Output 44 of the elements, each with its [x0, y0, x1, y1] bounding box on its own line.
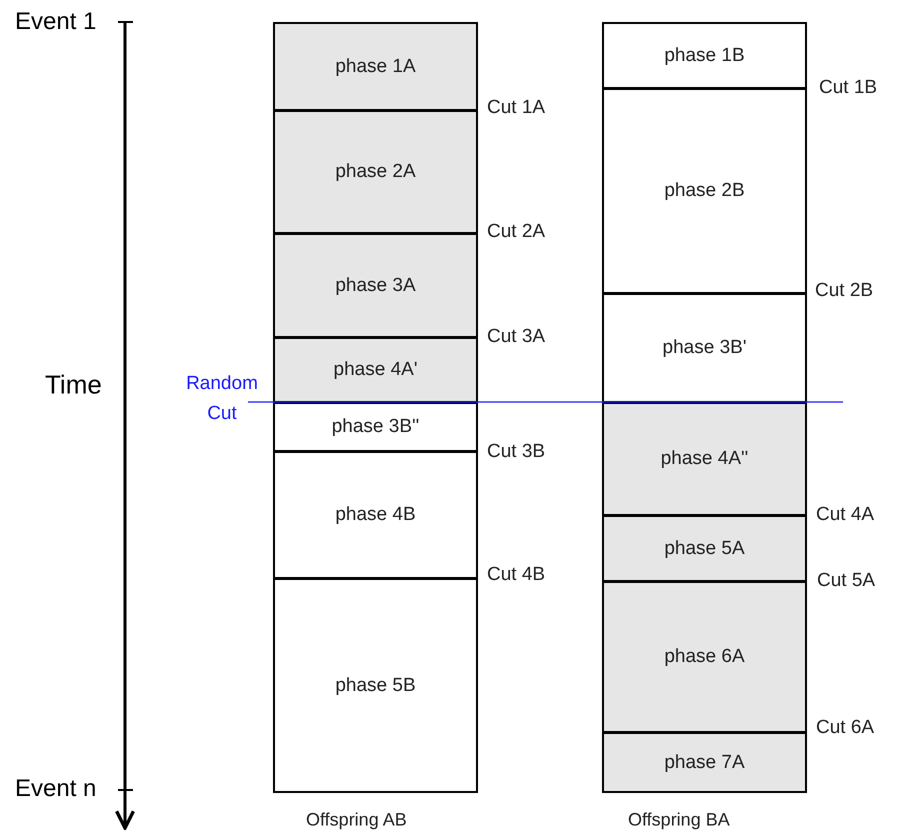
phase-box	[602, 293, 807, 403]
cut-label: Cut 1A	[487, 97, 546, 119]
phase-label: phase 7A	[664, 752, 745, 774]
phase-label: phase 3A	[335, 274, 416, 296]
phase-label: phase 3B''	[332, 416, 420, 438]
phase-label: phase 2A	[335, 161, 416, 183]
cut-label: Cut 3A	[487, 326, 546, 348]
offspring-caption: Offspring AB	[306, 810, 407, 830]
phase-label: phase 6A	[664, 646, 745, 668]
phase-label: phase 5A	[664, 538, 745, 560]
phase-label: phase 4B	[335, 504, 416, 526]
cut-label: Cut 4B	[487, 564, 546, 586]
phase-label: phase 2B	[664, 180, 745, 202]
phase-box	[602, 88, 807, 294]
phase-box	[273, 578, 478, 793]
phase-box	[273, 402, 478, 452]
phase-box	[273, 110, 478, 234]
phase-box	[602, 515, 807, 582]
phase-box	[602, 581, 807, 733]
event-label: Event n	[15, 775, 96, 803]
phase-box	[273, 233, 478, 338]
cut-label: Cut 5A	[817, 570, 876, 592]
phase-box	[602, 732, 807, 793]
phase-box	[602, 22, 807, 89]
phase-box	[273, 451, 478, 579]
cut-label: Cut 2A	[487, 221, 546, 243]
random-cut-label: Random Cut	[185, 372, 259, 426]
phase-label: phase 5B	[335, 674, 416, 696]
offspring-caption: Offspring BA	[628, 810, 730, 830]
event-label: Event 1	[15, 8, 96, 36]
time-label: Time	[45, 370, 102, 400]
cut-label: Cut 1B	[819, 77, 878, 99]
phase-label: phase 1A	[335, 56, 416, 78]
cut-label: Cut 2B	[815, 280, 874, 302]
cut-label: Cut 6A	[816, 717, 874, 739]
cut-label: Cut 4A	[816, 504, 874, 526]
phase-label: phase 1B	[664, 44, 745, 66]
phase-box	[273, 22, 478, 111]
phase-label: phase 4A'	[334, 359, 418, 381]
phase-box	[602, 402, 807, 516]
phase-label: phase 3B'	[662, 337, 746, 359]
phase-box	[273, 337, 478, 403]
phase-label: phase 4A''	[660, 448, 748, 470]
cut-label: Cut 3B	[487, 441, 546, 463]
